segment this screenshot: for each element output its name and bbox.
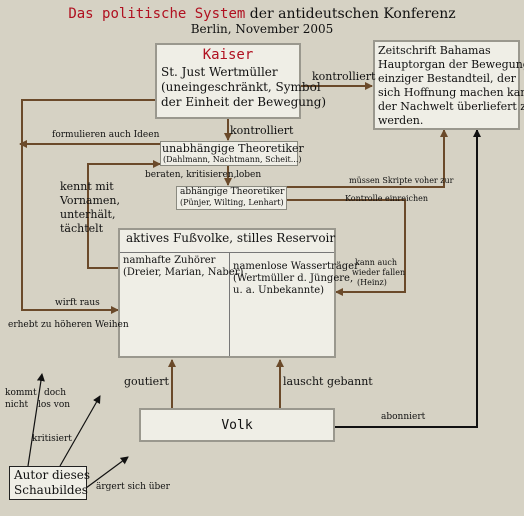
autor-line1: Autor dieses xyxy=(14,468,91,482)
label-kontrolliert-right: kontrolliert xyxy=(312,70,376,83)
volk-box: Volk xyxy=(139,408,335,442)
fussvolk-right-line3: u. a. Unbekannte) xyxy=(233,285,325,296)
label-muessen: müssen Skripte voher zur xyxy=(349,176,454,185)
zeitschrift-line4: sich Hoffnung machen kann, xyxy=(378,86,524,99)
unabhaengige-heading: unabhängige Theoretiker xyxy=(162,142,304,155)
kaiser-heading: Kaiser xyxy=(202,47,254,63)
label-formulieren: formulieren auch Ideen xyxy=(52,130,160,140)
arrow-kommt-nicht xyxy=(27,373,45,467)
volk-label: Volk xyxy=(221,418,253,433)
label-lauscht: lauscht gebannt xyxy=(283,375,373,388)
fussvolk-left-line2: (Dreier, Marian, Naber) xyxy=(123,267,244,278)
arrow-wirft-raus xyxy=(21,99,155,314)
diagram-title: Das politische System der antideutschen … xyxy=(0,6,524,22)
arrow-kennt-loop xyxy=(87,160,161,269)
label-kontrolliert-down: kontrolliert xyxy=(230,124,294,137)
abhaengige-heading: abhängige Theoretiker xyxy=(180,187,285,197)
label-goutiert: goutiert xyxy=(124,375,169,388)
label-doch2: los von xyxy=(38,400,71,410)
zeitschrift-box: Zeitschrift Bahamas Hauptorgan der Beweg… xyxy=(373,40,524,130)
kaiser-line3: der Einheit der Bewegung) xyxy=(161,95,327,109)
label-beraten: beraten, kritisieren, xyxy=(145,170,237,180)
label-kommt1: kommt xyxy=(5,388,37,398)
unabhaengige-box: unabhängige Theoretiker (Dahlmann, Nacht… xyxy=(160,141,304,166)
label-aergert: ärgert sich über xyxy=(96,482,170,492)
label-kennt4: tächtelt xyxy=(60,222,104,235)
kaiser-box: Kaiser St. Just Wertmüller (uneingeschrä… xyxy=(155,43,326,119)
fussvolk-right-line1: namenlose Wasserträger xyxy=(233,261,359,272)
label-wirft: wirft raus xyxy=(55,298,100,308)
title-highlight: Das politische System xyxy=(68,6,246,22)
zeitschrift-line2: Hauptorgan der Bewegung; xyxy=(378,58,524,71)
fussvolk-right-line2: (Wertmüller d. Jüngere, xyxy=(233,273,354,284)
fussvolk-heading: aktives Fußvolke, stilles Reservoir xyxy=(126,231,336,245)
fussvolk-box: aktives Fußvolke, stilles Reservoir namh… xyxy=(118,228,359,358)
label-kommt2: nicht xyxy=(5,400,29,410)
label-kann1: kann auch xyxy=(355,258,398,267)
label-doch1: doch xyxy=(44,388,67,398)
label-kann2: wieder fallen xyxy=(352,268,406,277)
fussvolk-divider-h xyxy=(120,252,334,253)
label-loben: loben xyxy=(236,170,262,180)
arrow-kritisiert xyxy=(59,395,101,467)
label-erhebt: erhebt zu höheren Weihen xyxy=(8,320,129,330)
abhaengige-box: abhängige Theoretiker (Pünjer, Wilting, … xyxy=(176,186,287,210)
zeitschrift-line3: einziger Bestandteil, der xyxy=(378,72,516,85)
arrow-abhaengige-to-zeitschrift xyxy=(287,129,448,188)
label-kennt1: kennt mit xyxy=(60,180,114,193)
diagram-subtitle: Berlin, November 2005 xyxy=(190,22,334,36)
fussvolk-divider-v xyxy=(229,252,230,356)
arrow-abonniert xyxy=(335,129,481,428)
kaiser-line2: (uneingeschränkt, Symbol xyxy=(161,80,321,94)
zeitschrift-line5: der Nachwelt überliefert zu xyxy=(378,100,524,113)
zeitschrift-line6: werden. xyxy=(378,114,424,127)
kaiser-line1: St. Just Wertmüller xyxy=(161,65,278,79)
abhaengige-names: (Pünjer, Wilting, Lenhart) xyxy=(180,198,284,207)
fussvolk-left-line1: namhafte Zuhörer xyxy=(123,255,216,266)
label-kontrolle: Kontrolle einreichen xyxy=(345,194,429,203)
label-kann3: (Heinz) xyxy=(357,278,387,287)
arrow-kann-fallen xyxy=(287,199,406,296)
unabhaengige-names: (Dahlmann, Nachtmann, Scheit...) xyxy=(163,155,302,164)
label-kennt2: Vornamen, xyxy=(60,194,120,207)
title-rest: der antideutschen Konferenz xyxy=(249,6,456,22)
arrow-aergert xyxy=(85,456,129,489)
autor-line2: Schaubildes xyxy=(14,483,88,497)
label-abonniert: abonniert xyxy=(381,412,426,422)
label-kritisiert: kritisiert xyxy=(32,434,72,444)
autor-box: Autor dieses Schaubildes xyxy=(9,466,91,500)
label-kennt3: unterhält, xyxy=(60,208,116,221)
zeitschrift-line1: Zeitschrift Bahamas xyxy=(378,44,491,57)
